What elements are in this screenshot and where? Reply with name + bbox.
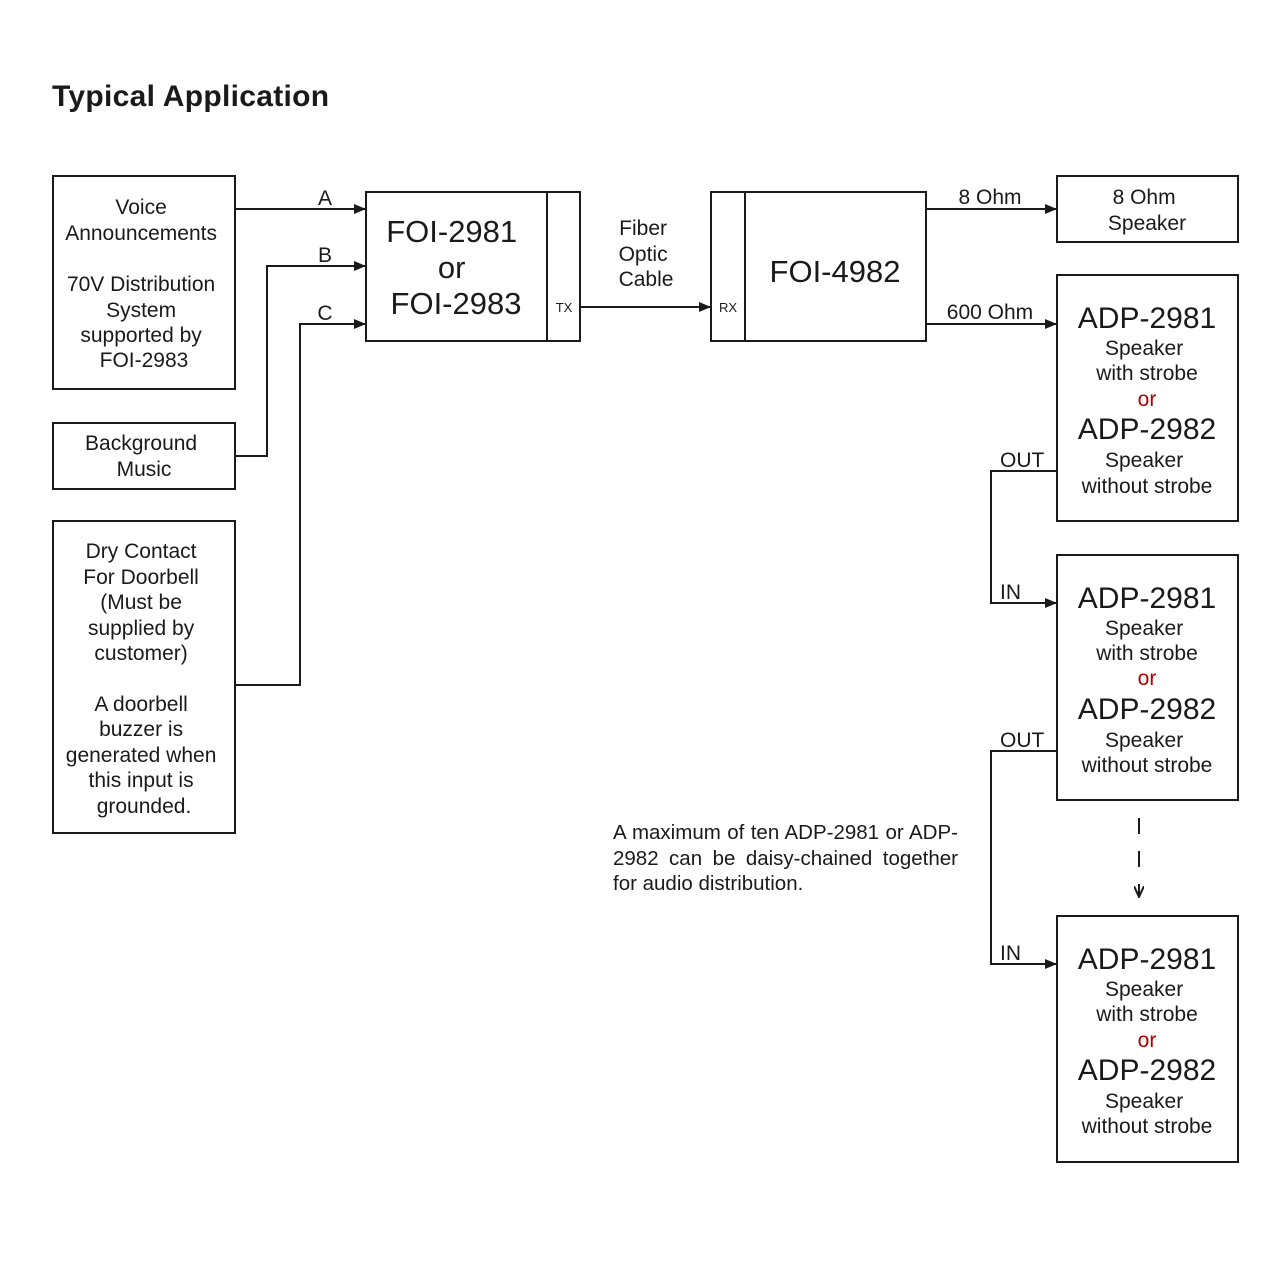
svg-text:Speaker without strobe: Speaker without strobe [1081,729,1213,777]
speaker-desc: Speaker [1105,617,1183,640]
input-a-label: A [318,187,332,210]
input-b-label: B [318,244,332,267]
in-port-label: IN [1000,581,1021,604]
voice-line: Voice [115,196,166,219]
svg-text:8 Ohm Speaker: 8 Ohm Speaker [1108,186,1186,235]
speaker-8-ohm-box: 8 Ohm Speaker [1056,175,1239,243]
speaker-desc: Speaker [1105,1090,1183,1113]
music-line: Background [85,432,197,455]
speaker-model-a: ADP-2981 [1078,582,1216,615]
speaker-model-a: ADP-2981 [1078,302,1216,335]
background-music-box: Background Music [52,422,236,490]
input-c-wire [235,319,366,686]
speaker8-line: Speaker [1108,212,1186,235]
speaker-desc: Speaker [1105,449,1183,472]
speaker8-line: 8 Ohm [1113,186,1176,209]
doorbell-line: grounded. [97,795,192,818]
voice-line: System [106,299,176,322]
input-c-label: C [317,302,332,325]
svg-text:Speaker with strobe: Speaker with strobe [1095,617,1198,665]
speaker-model-b: ADP-2982 [1078,1054,1216,1087]
input-b-wire [235,261,366,457]
adp-speaker-unit-1: ADP-2981 Speaker with strobe or ADP-2982… [1056,274,1239,522]
daisy-chain-wire-2 [990,750,1057,969]
speaker-desc: Speaker [1105,729,1183,752]
svg-text:Dry Contact For Doorbell: Dry Contact For Doorbell (Must be suppli… [66,540,222,818]
tx-port-label: TX [556,300,573,315]
speaker-desc: without strobe [1081,475,1213,498]
adp-speaker-unit-3: ADP-2981 Speaker with strobe or ADP-2982… [1056,915,1239,1163]
voice-line: Announcements [65,222,217,245]
out-port-label: OUT [1000,449,1045,472]
doorbell-line: supplied by [88,617,195,640]
music-line: Music [117,458,172,481]
voice-line: 70V Distribution [67,273,215,296]
doorbell-line: customer) [94,642,187,665]
doorbell-line: For Doorbell [83,566,199,589]
doorbell-line: buzzer is [99,718,183,741]
out-port-label: OUT [1000,729,1045,752]
speaker-model-b: ADP-2982 [1078,693,1216,726]
doorbell-line: (Must be [100,591,182,614]
output-600-ohm-label: 600 Ohm [947,301,1033,324]
speaker-or: or [1138,388,1157,411]
doorbell-line: A doorbell [94,693,187,716]
speaker-desc: without strobe [1081,754,1213,777]
speaker-model-b: ADP-2982 [1078,413,1216,446]
daisy-chain-wire-1 [990,470,1057,608]
receiver-model: FOI-4982 [770,254,901,289]
svg-text:Speaker without strobe: Speaker without strobe [1081,1090,1213,1138]
doorbell-line: Dry Contact [86,540,197,563]
svg-text:Speaker with strobe: Speaker with strobe [1095,337,1198,385]
doorbell-line: this input is [89,769,194,792]
speaker-desc: Speaker [1105,978,1183,1001]
page-title: Typical Application [52,80,330,113]
speaker-desc: Speaker [1105,337,1183,360]
voice-line: FOI-2983 [100,349,189,372]
speaker-or: or [1138,1029,1157,1052]
voice-line: supported by [80,324,202,347]
rx-port-label: RX [719,300,737,315]
transmitter-model: FOI-2981 [386,214,517,249]
fiber-cable-label: Fiber Optic Cable [619,217,674,291]
adp-speaker-unit-2: ADP-2981 Speaker with strobe or ADP-2982… [1056,554,1239,801]
daisy-chain-note: A maximum of ten ADP-2981 or ADP-2982 ca… [613,821,958,895]
transmitter-box: FOI-2981 or FOI-2983 TX [365,191,581,342]
speaker-desc: without strobe [1081,1115,1213,1138]
speaker-desc: with strobe [1095,362,1198,385]
transmitter-model: FOI-2983 [391,286,522,321]
svg-text:Speaker without strobe: Speaker without strobe [1081,449,1213,498]
speaker-model-a: ADP-2981 [1078,943,1216,976]
svg-text:FOI-2981 or FOI-29: FOI-2981 or FOI-2983 [386,214,526,321]
voice-announcements-box: Voice Announcements 70V Distribution Sys… [52,175,236,390]
speaker-or: or [1138,667,1157,690]
speaker-desc: with strobe [1095,1003,1198,1026]
in-port-label: IN [1000,942,1021,965]
speaker-desc: with strobe [1095,642,1198,665]
output-8-ohm-label: 8 Ohm [958,186,1021,209]
svg-text:Background Music: Background Music [85,432,203,481]
svg-text:Voice Announcements: Voice Announcements 70V Distribution Sys… [65,196,223,372]
svg-text:Speaker with strobe: Speaker with strobe [1095,978,1198,1026]
doorbell-contact-box: Dry Contact For Doorbell (Must be suppli… [52,520,236,834]
transmitter-or: or [438,250,466,285]
receiver-box: FOI-4982 RX [710,191,927,342]
doorbell-line: generated when [66,744,217,767]
